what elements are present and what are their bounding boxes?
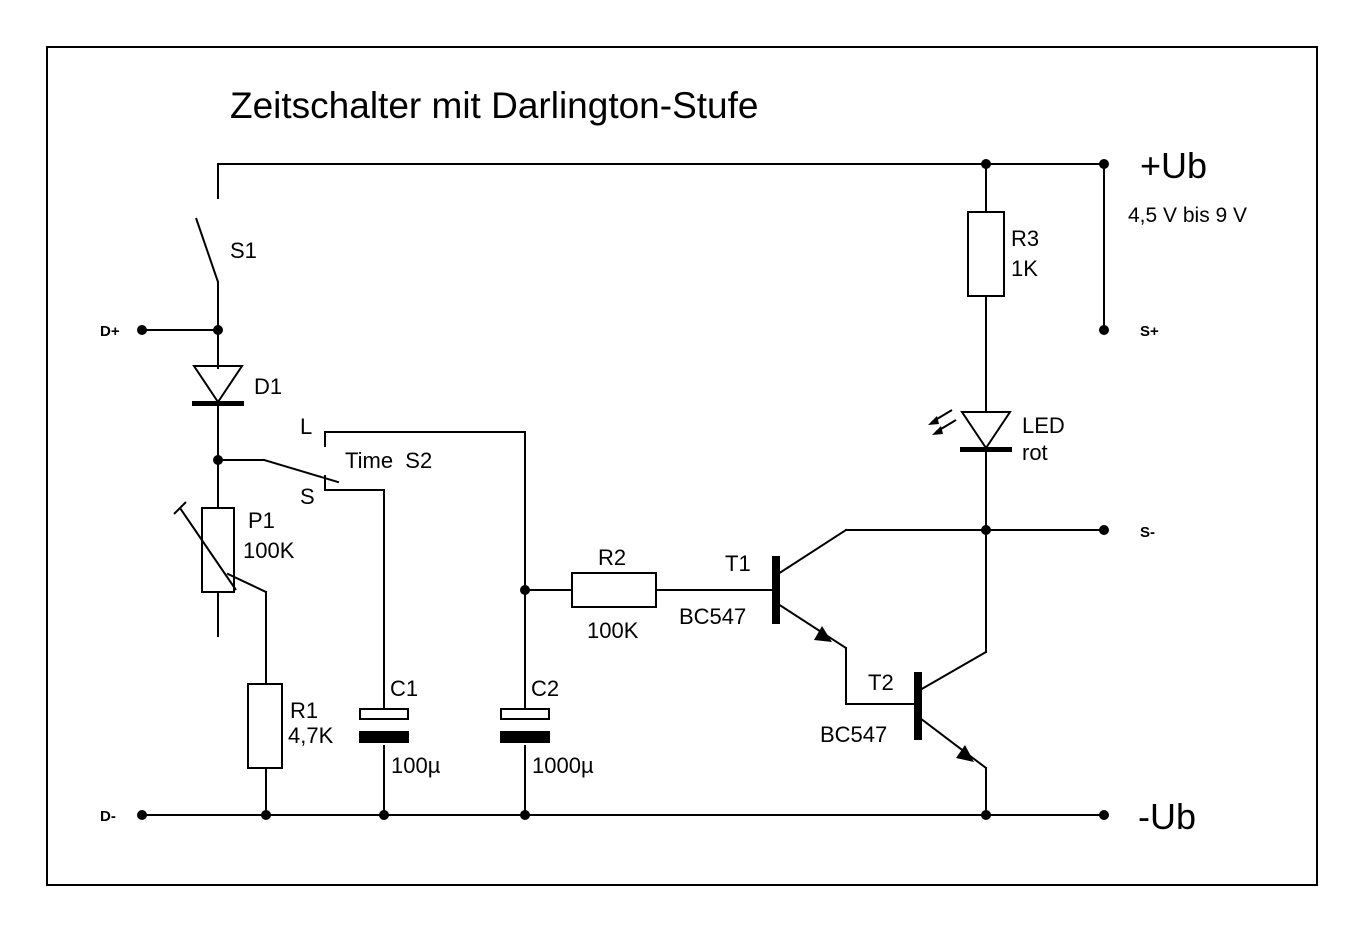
s1-switch-blade [195,217,219,283]
diagram-title: Zeitschalter mit Darlington-Stufe [230,85,758,126]
t1-transistor-symbol [772,556,832,642]
label-r2-value: 100K [587,618,639,643]
terminal-s-minus [1099,525,1109,535]
label-p1-value: 100K [243,538,295,563]
d1-diode-symbol [192,365,244,406]
junction-dots [213,159,991,820]
label-s1: S1 [230,238,257,263]
r2-resistor-symbol [571,572,657,608]
terminal-d-minus [137,810,147,820]
label-d-plus: D+ [100,323,120,340]
label-d1: D1 [254,374,282,399]
label-p1-name: P1 [248,508,275,533]
label-c2-name: C2 [531,676,559,701]
label-r3-value: 1K [1011,256,1038,281]
label-s-minus: S- [1140,524,1155,541]
terminal-plus-ub [1099,159,1109,169]
label-led-color: rot [1022,440,1048,465]
c1-capacitor-symbol [359,708,409,743]
label-r3-name: R3 [1011,226,1039,251]
label-d-minus: D- [100,808,116,825]
label-s-plus: S+ [1140,323,1159,340]
r3-resistor-symbol [967,211,1005,297]
label-t2-name: T2 [868,670,894,695]
label-s2-long: L [300,414,312,439]
label-r2-name: R2 [598,545,626,570]
label-s2-name: Time S2 [345,448,432,473]
label-s2-short: S [300,484,315,509]
label-led-name: LED [1022,413,1065,438]
wires [141,163,1105,816]
label-t2-type: BC547 [820,722,887,747]
label-minus-ub: -Ub [1138,796,1196,837]
label-supply-range: 4,5 V bis 9 V [1128,204,1247,227]
label-t1-name: T1 [725,551,751,576]
terminal-d-plus [137,325,147,335]
c2-capacitor-symbol [500,708,550,743]
label-r1-value: 4,7K [288,723,334,748]
label-c2-value: 1000µ [532,753,594,778]
label-plus-ub: +Ub [1140,145,1207,186]
t2-transistor-symbol [914,672,974,762]
label-c1-name: C1 [390,676,418,701]
r1-resistor-symbol [247,683,283,769]
terminal-minus-ub [1099,810,1109,820]
diagram-frame [46,46,1318,886]
label-r1-name: R1 [290,698,318,723]
terminal-s-plus [1099,325,1109,335]
label-c1-value: 100µ [391,753,441,778]
p1-potentiometer-symbol [173,501,237,593]
label-t1-type: BC547 [679,604,746,629]
led-symbol [928,409,1012,452]
